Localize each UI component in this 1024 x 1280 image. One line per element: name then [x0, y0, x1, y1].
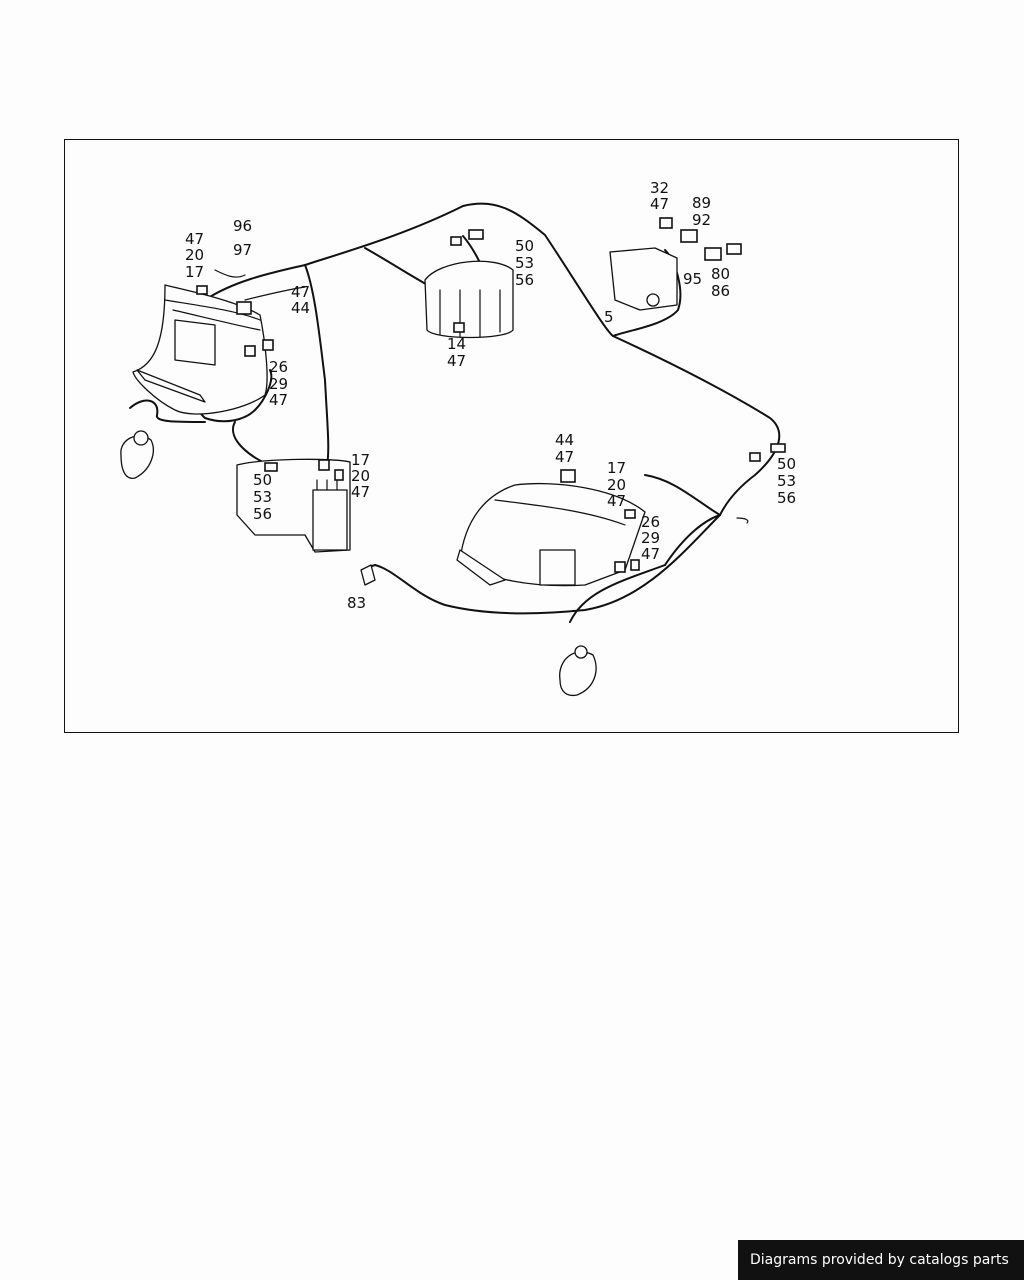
callout-83: 83 — [347, 594, 367, 612]
lead-wire-c — [244, 286, 306, 301]
callout-47: 47 — [555, 448, 575, 466]
callout-5: 5 — [604, 308, 614, 326]
connector — [614, 561, 626, 573]
callout-47: 47 — [185, 230, 205, 248]
connector — [450, 236, 462, 246]
callout-47: 47 — [607, 492, 627, 510]
fuse-box-unit — [609, 247, 678, 311]
callout-47: 47 — [641, 545, 661, 563]
right-front-lamp-assembly — [456, 482, 646, 587]
callout-53: 53 — [777, 472, 797, 490]
right-front-branch — [644, 474, 721, 516]
callout-17: 17 — [351, 451, 371, 469]
connector — [659, 217, 673, 229]
left-front-lamp-unit — [236, 458, 351, 553]
callout-44: 44 — [555, 431, 575, 449]
callout-53: 53 — [253, 488, 273, 506]
callout-92: 92 — [692, 211, 712, 229]
connector — [630, 559, 640, 571]
connector — [680, 229, 698, 243]
connector — [453, 322, 465, 333]
callout-47: 47 — [447, 352, 467, 370]
callout-44: 44 — [291, 299, 311, 317]
callout-20: 20 — [351, 467, 371, 485]
rear-harness-wire — [374, 514, 721, 615]
callout-17: 17 — [607, 459, 627, 477]
horn-left-wire — [232, 421, 271, 466]
callout-80: 80 — [711, 265, 731, 283]
connector — [560, 469, 576, 483]
connector — [749, 452, 761, 462]
horn-left-lead — [129, 399, 206, 423]
sensor-83 — [360, 564, 376, 586]
callout-32: 32 — [650, 179, 670, 197]
connector — [624, 509, 636, 519]
callout-26: 26 — [641, 513, 661, 531]
callout-14: 14 — [447, 335, 467, 353]
callout-29: 29 — [641, 529, 661, 547]
callout-50: 50 — [515, 237, 535, 255]
callout-53: 53 — [515, 254, 535, 272]
connector — [244, 345, 256, 357]
callout-86: 86 — [711, 282, 731, 300]
connector — [704, 247, 722, 261]
connector — [468, 229, 484, 240]
callout-56: 56 — [515, 271, 535, 289]
main-harness-wire — [185, 202, 781, 516]
lead-wire-b — [736, 517, 749, 524]
front-left-branch-2 — [204, 369, 273, 423]
callout-47: 47 — [351, 483, 371, 501]
connector — [236, 301, 252, 315]
callout-96: 96 — [233, 217, 253, 235]
connector — [264, 462, 278, 472]
callout-29: 29 — [269, 375, 289, 393]
connector — [318, 459, 330, 471]
front-left-branch — [304, 264, 330, 466]
connector — [262, 339, 274, 351]
callout-20: 20 — [607, 476, 627, 494]
footer-credit: Diagrams provided by catalogs parts — [738, 1240, 1024, 1280]
connector — [334, 469, 344, 481]
lead-wire-a — [214, 269, 246, 278]
callout-17: 17 — [185, 263, 205, 281]
diagram-frame: 96 97 47 20 17 47 44 26 29 47 50 53 56 1… — [64, 139, 959, 733]
callout-95: 95 — [683, 270, 703, 288]
callout-89: 89 — [692, 194, 712, 212]
connector — [196, 285, 208, 295]
callout-47: 47 — [291, 283, 311, 301]
connector — [770, 443, 786, 453]
left-headlamp-assembly — [132, 284, 268, 415]
left-horn — [120, 430, 154, 479]
right-front-branch-2 — [664, 514, 721, 566]
callout-97: 97 — [233, 241, 253, 259]
right-horn — [559, 645, 597, 697]
battery-unit — [424, 260, 514, 339]
callout-47: 47 — [650, 195, 670, 213]
callout-56: 56 — [253, 505, 273, 523]
connector — [726, 243, 742, 255]
callout-20: 20 — [185, 246, 205, 264]
callout-50: 50 — [253, 471, 273, 489]
wiring-harness-drawing — [120, 202, 786, 697]
callout-47: 47 — [269, 391, 289, 409]
callout-50: 50 — [777, 455, 797, 473]
horn-right-wire — [569, 564, 666, 623]
callout-56: 56 — [777, 489, 797, 507]
callout-26: 26 — [269, 358, 289, 376]
